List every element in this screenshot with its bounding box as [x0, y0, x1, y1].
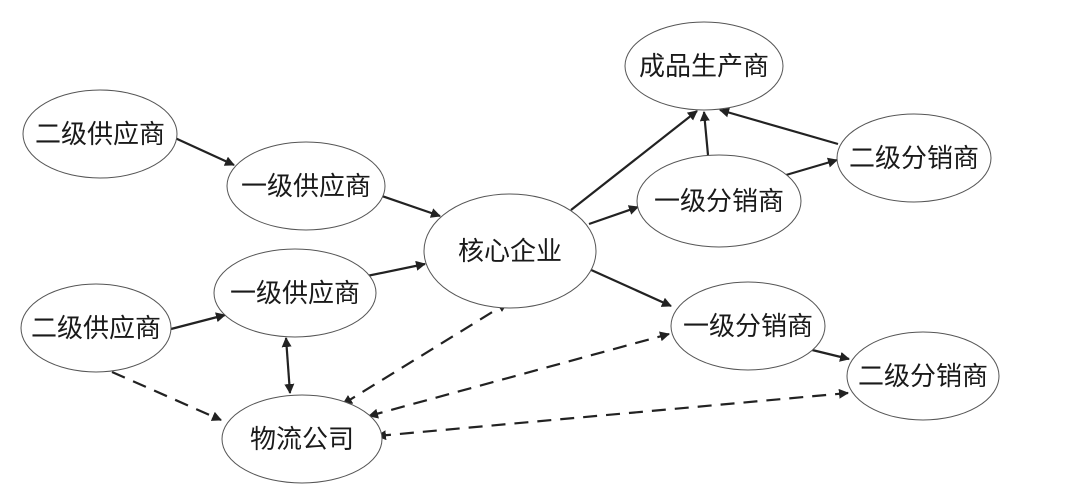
- edge-distributor2-top-to-finished-producer: [719, 107, 839, 146]
- node-logistics: 物流公司: [221, 394, 383, 484]
- edge-logistics-to-distributor1-bottom: [368, 331, 670, 419]
- node-distributor2-top: 二级分销商: [836, 113, 992, 203]
- node-label: 二级分销商: [858, 362, 988, 392]
- node-distributor2-bottom: 二级分销商: [846, 331, 1000, 421]
- node-label: 成品生产商: [639, 52, 769, 82]
- node-distributor1-bottom: 一级分销商: [670, 281, 826, 371]
- edge-core-to-finished-producer: [570, 110, 698, 211]
- node-label: 一级供应商: [230, 279, 360, 309]
- node-ellipse: [221, 394, 383, 484]
- node-ellipse: [20, 283, 172, 373]
- edge-supplier2-bottom-to-logistics: [111, 370, 222, 422]
- edge-core-to-distributor1-top: [588, 205, 639, 226]
- node-finished-producer: 成品生产商: [624, 21, 784, 111]
- node-ellipse: [22, 89, 178, 179]
- node-ellipse: [226, 141, 386, 231]
- node-label: 核心企业: [458, 237, 562, 267]
- node-ellipse: [836, 113, 992, 203]
- edges-layer: [111, 107, 850, 441]
- nodes-layer: 成品生产商二级供应商一级供应商核心企业一级分销商二级分销商二级供应商一级供应商一…: [20, 21, 1000, 484]
- node-supplier2-bottom: 二级供应商: [20, 283, 172, 373]
- node-label: 二级供应商: [35, 120, 165, 150]
- node-ellipse: [423, 193, 597, 309]
- edge-supplier1-bottom-to-core: [361, 260, 426, 279]
- node-distributor1-top: 一级分销商: [636, 154, 802, 248]
- node-label: 二级供应商: [31, 314, 161, 344]
- node-ellipse: [670, 281, 826, 371]
- node-label: 二级分销商: [849, 144, 979, 174]
- edge-logistics-to-distributor2-bottom: [376, 388, 849, 441]
- edge-core-to-distributor1-bottom: [588, 267, 672, 308]
- node-ellipse: [636, 154, 802, 248]
- edge-logistics-to-core: [342, 302, 508, 405]
- node-label: 物流公司: [250, 425, 354, 455]
- node-ellipse: [846, 331, 1000, 421]
- node-core: 核心企业: [423, 193, 597, 309]
- edge-distributor1-top-to-distributor2-top: [785, 157, 838, 177]
- node-ellipse: [213, 248, 377, 338]
- node-ellipse: [624, 21, 784, 111]
- node-supplier1-bottom: 一级供应商: [213, 248, 377, 338]
- edge-supplier1-bottom-to-logistics: [281, 337, 295, 394]
- node-supplier1-top: 一级供应商: [226, 141, 386, 231]
- edge-supplier2-top-to-supplier1-top: [174, 136, 235, 167]
- edge-supplier1-top-to-core: [375, 192, 441, 218]
- edge-supplier2-bottom-to-supplier1-bottom: [170, 312, 226, 331]
- node-supplier2-top: 二级供应商: [22, 89, 178, 179]
- node-label: 一级供应商: [241, 172, 371, 202]
- node-label: 一级分销商: [683, 312, 813, 342]
- node-label: 一级分销商: [654, 187, 784, 217]
- edge-distributor1-top-to-finished-producer: [699, 111, 710, 156]
